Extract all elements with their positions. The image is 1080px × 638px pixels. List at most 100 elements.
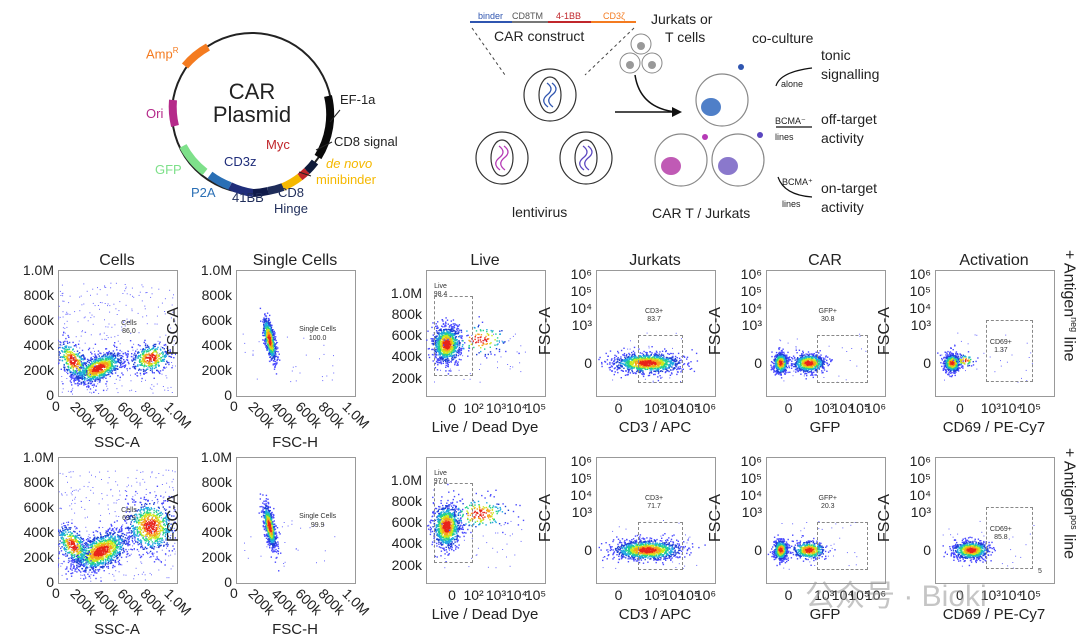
event-dot: [95, 355, 96, 356]
event-dot: [111, 337, 112, 338]
event-dot: [131, 380, 132, 381]
event-dot: [100, 333, 101, 334]
event-dot: [102, 339, 103, 340]
event-dot: [629, 369, 630, 370]
event-dot: [94, 380, 95, 381]
event-dot: [270, 335, 271, 336]
event-dot: [128, 363, 129, 364]
event-dot: [629, 357, 630, 358]
event-dot: [475, 336, 476, 337]
event-dot: [138, 357, 139, 358]
event-dot: [624, 353, 625, 354]
event-dot: [72, 352, 73, 353]
label-ampr: AmpR: [146, 47, 179, 60]
event-dot: [108, 358, 109, 359]
gate-rectangle[interactable]: [638, 335, 682, 383]
event-dot: [92, 366, 93, 367]
x-tick-label: 1.0M: [162, 399, 194, 431]
event-dot: [172, 392, 173, 393]
event-dot: [65, 333, 66, 334]
event-dot: [162, 356, 163, 357]
event-dot: [617, 358, 618, 359]
event-dot: [154, 378, 155, 379]
event-dot: [99, 376, 100, 377]
event-dot: [102, 302, 103, 303]
construct-title: CAR construct: [494, 29, 584, 43]
event-dot: [82, 355, 83, 356]
event-dot: [59, 351, 60, 352]
event-dot: [274, 332, 275, 333]
event-dot: [270, 356, 271, 357]
event-dot: [483, 330, 484, 331]
event-dot: [133, 364, 134, 365]
event-dot: [120, 360, 121, 361]
event-dot: [79, 356, 80, 357]
event-dot: [72, 362, 73, 363]
event-dot: [112, 370, 113, 371]
event-dot: [64, 346, 65, 347]
event-dot: [142, 361, 143, 362]
event-dot: [79, 341, 80, 342]
event-dot: [116, 349, 117, 350]
y-tick-label: 1.0M: [178, 263, 232, 277]
event-dot: [625, 359, 626, 360]
event-dot: [114, 383, 115, 384]
event-dot: [163, 353, 164, 354]
event-dot: [115, 365, 116, 366]
event-dot: [120, 362, 121, 363]
construct-cd8tm-label: CD8TM: [512, 12, 543, 21]
event-dot: [88, 349, 89, 350]
event-dot: [144, 363, 145, 364]
event-dot: [486, 341, 487, 342]
event-dot: [332, 380, 333, 381]
event-dot: [622, 370, 623, 371]
event-dot: [507, 364, 508, 365]
event-dot: [71, 374, 72, 375]
event-dot: [167, 362, 168, 363]
event-dot: [277, 351, 278, 352]
event-dot: [87, 291, 88, 292]
event-dot: [145, 361, 146, 362]
event-dot: [102, 362, 103, 363]
event-dot: [125, 284, 126, 285]
event-dot: [162, 354, 163, 355]
event-dot: [137, 375, 138, 376]
event-dot: [116, 347, 117, 348]
event-dot: [155, 346, 156, 347]
event-dot: [145, 370, 146, 371]
label-de-novo: de novo: [326, 157, 372, 170]
event-dot: [279, 360, 280, 361]
event-dot: [87, 361, 88, 362]
event-dot: [74, 381, 75, 382]
event-dot: [91, 393, 92, 394]
construct-41bb-label: 4-1BB: [556, 12, 581, 21]
event-dot: [87, 370, 88, 371]
event-dot: [324, 354, 325, 355]
event-dot: [270, 353, 271, 354]
gate-rectangle[interactable]: [434, 296, 473, 376]
event-dot: [103, 352, 104, 353]
event-dot: [141, 381, 142, 382]
label-cd3z: CD3z: [224, 155, 257, 168]
event-dot: [274, 352, 275, 353]
event-dot: [78, 373, 79, 374]
event-dot: [109, 324, 110, 325]
event-dot: [75, 377, 76, 378]
event-dot: [140, 357, 141, 358]
event-dot: [68, 369, 69, 370]
event-dot: [510, 368, 511, 369]
event-dot: [86, 363, 87, 364]
event-dot: [68, 351, 69, 352]
event-dot: [676, 333, 677, 334]
event-dot: [97, 287, 98, 288]
event-dot: [606, 353, 607, 354]
event-dot: [131, 309, 132, 310]
event-dot: [99, 365, 100, 366]
event-dot: [268, 325, 269, 326]
plasmid-feature-ori: [173, 100, 175, 126]
event-dot: [113, 304, 114, 305]
event-dot: [59, 306, 60, 307]
y-tick-label: 400k: [178, 338, 232, 352]
event-dot: [434, 382, 435, 383]
plasmid-title-2: Plasmid: [206, 104, 298, 126]
